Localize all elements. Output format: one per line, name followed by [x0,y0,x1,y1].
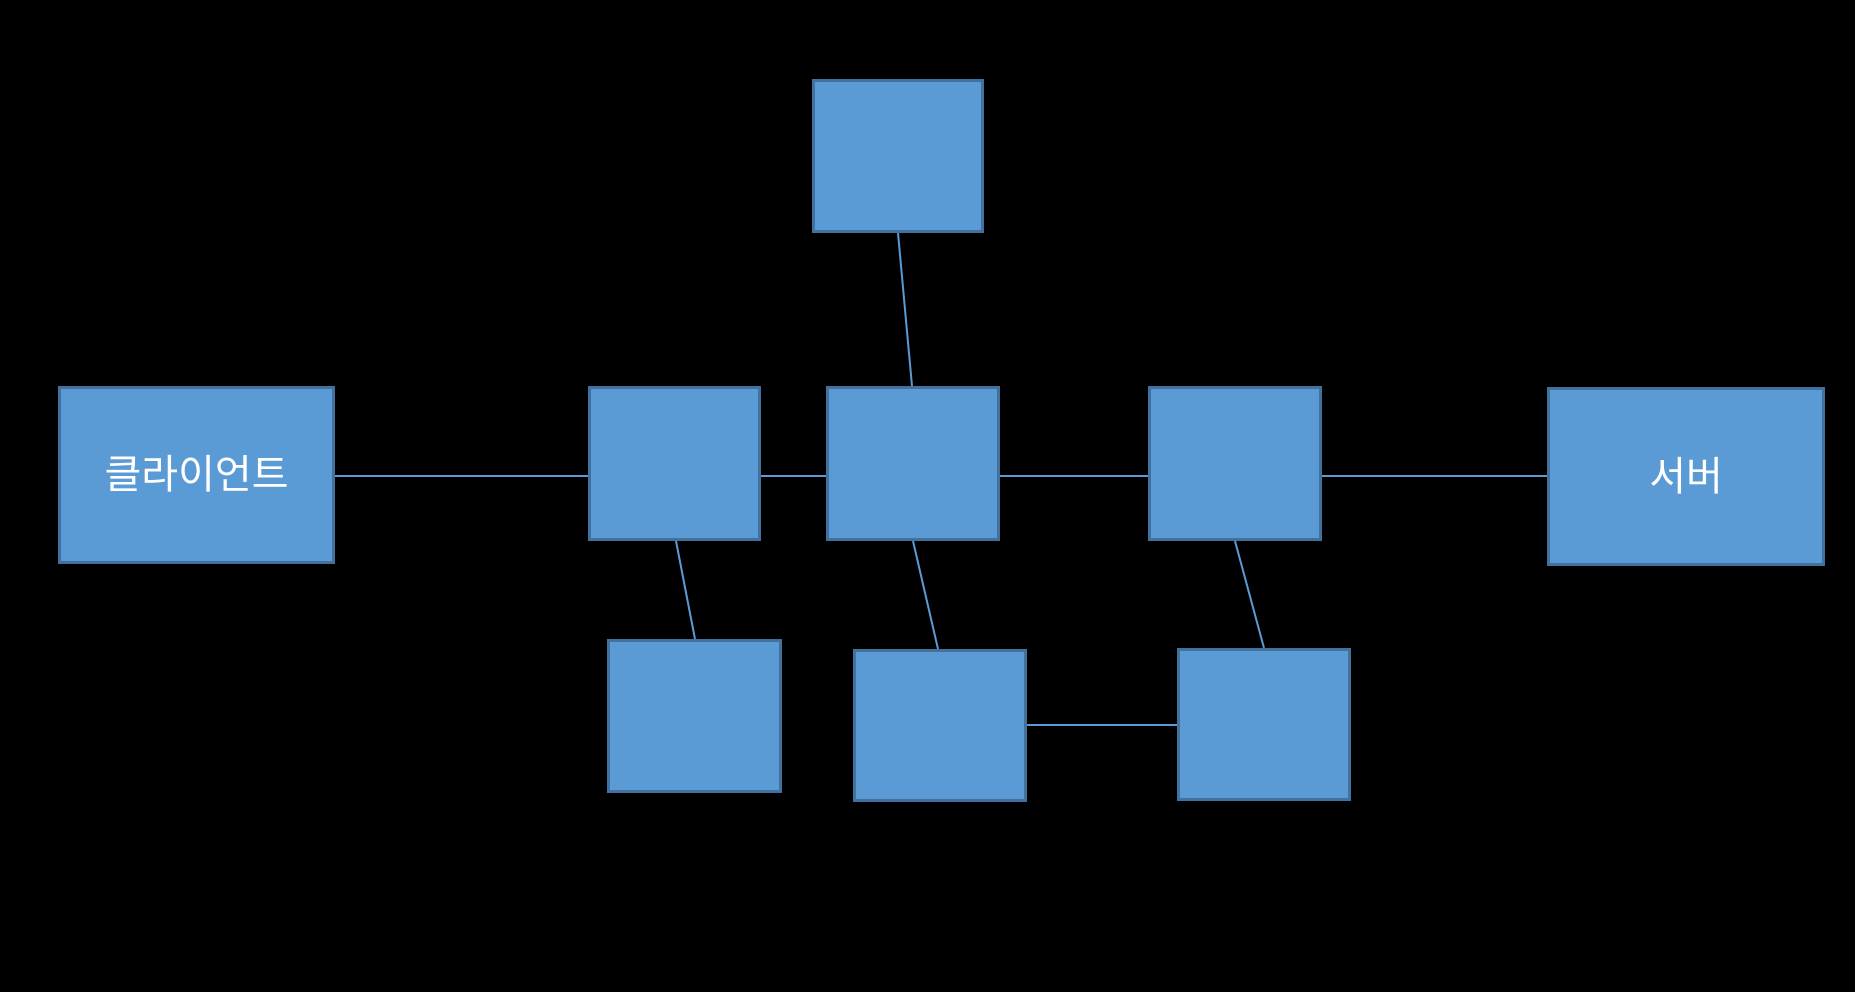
edge-mid-center-bottom-center [912,540,939,650]
node-bottom-left [607,639,782,793]
edge-mid-left-bottom-left [675,540,696,640]
node-server-label: 서버 [1649,454,1723,499]
node-top [812,79,984,233]
edge-top-mid-center [897,232,913,387]
node-bottom-center [853,649,1027,802]
node-mid-center [826,386,1000,541]
edge-mid-right-bottom-right [1234,540,1265,649]
node-client-label: 클라이언트 [104,453,289,497]
node-mid-right [1148,386,1322,541]
node-bottom-right [1177,648,1351,801]
node-client: 클라이언트 [58,386,335,564]
node-mid-left [588,386,761,541]
node-server: 서버 [1547,387,1825,566]
